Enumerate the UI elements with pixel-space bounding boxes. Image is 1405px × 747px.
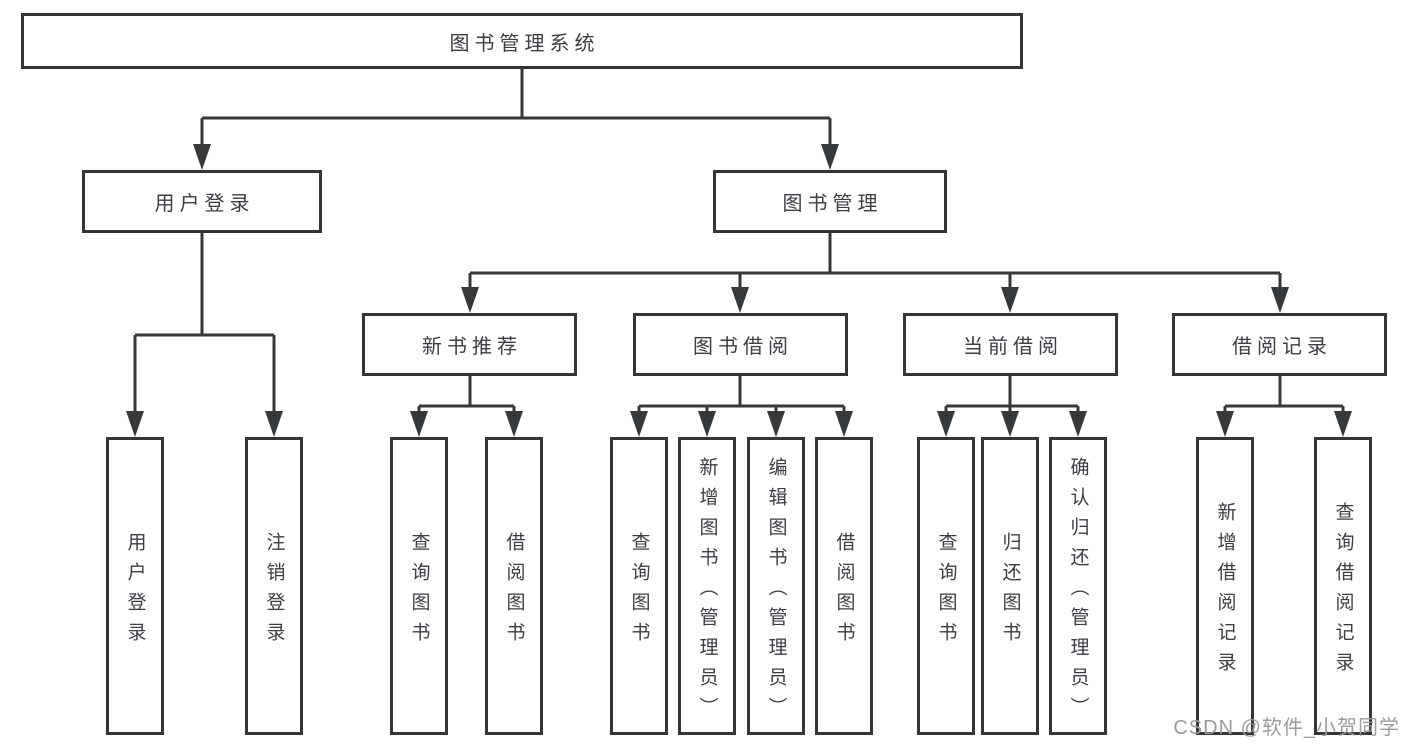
connector-new-book — [417, 376, 516, 413]
node-new-book-recommend: 新书推荐 — [362, 313, 577, 376]
node-leaf-borrow-query-book: 查询图书 — [610, 437, 668, 735]
node-leaf-logout: 注销登录 — [245, 437, 303, 735]
node-leaf-current-return-book: 归还图书 — [981, 437, 1039, 735]
node-leaf-newbook-query-book: 查询图书 — [390, 437, 448, 735]
node-leaf-records-query-record: 查询借阅记录 — [1314, 437, 1372, 735]
connector-book-management-arrows — [461, 287, 1289, 313]
node-leaf-newbook-borrow-book: 借阅图书 — [485, 437, 543, 735]
node-user-login-label: 用户登录 — [154, 193, 255, 215]
node-leaf-borrow-add-book-admin: 新增图书（管理员） — [678, 437, 736, 735]
connector-borrow-records-arrows — [1216, 411, 1352, 437]
leaf-records-query-record-label: 查询借阅记录 — [1332, 501, 1354, 682]
leaf-records-add-record-label: 新增借阅记录 — [1214, 501, 1236, 682]
node-book-management: 图书管理 — [713, 170, 947, 233]
node-book-borrow: 图书借阅 — [633, 313, 848, 376]
connector-root — [200, 69, 832, 146]
node-leaf-records-add-record: 新增借阅记录 — [1196, 437, 1254, 735]
leaf-newbook-query-book-label: 查询图书 — [408, 531, 430, 652]
connector-book-management — [468, 233, 1282, 289]
leaf-logout-label: 注销登录 — [263, 531, 285, 652]
connector-current-borrow — [944, 376, 1080, 413]
leaf-current-return-book-label: 归还图书 — [999, 531, 1021, 652]
connector-current-borrow-arrows — [937, 411, 1087, 437]
node-root: 图书管理系统 — [21, 13, 1023, 69]
node-leaf-user-login: 用户登录 — [106, 437, 164, 735]
node-new-book-recommend-label: 新书推荐 — [422, 336, 522, 358]
csdn-watermark: CSDN @软件_小贺同学 — [1173, 717, 1400, 739]
node-borrow-records-label: 借阅记录 — [1232, 336, 1332, 358]
connector-root-arrows — [193, 144, 839, 170]
leaf-borrow-edit-book-admin-label: 编辑图书（管理员） — [765, 456, 787, 727]
leaf-current-query-book-label: 查询图书 — [935, 531, 957, 652]
node-book-management-label: 图书管理 — [782, 193, 883, 215]
node-book-borrow-label: 图书借阅 — [693, 336, 793, 358]
node-current-borrow: 当前借阅 — [903, 313, 1118, 376]
node-current-borrow-label: 当前借阅 — [963, 336, 1063, 358]
leaf-current-confirm-return-admin-label: 确认归还（管理员） — [1067, 456, 1089, 727]
leaf-newbook-borrow-book-label: 借阅图书 — [503, 531, 525, 652]
leaf-borrow-add-book-admin-label: 新增图书（管理员） — [696, 456, 718, 727]
connector-new-book-arrows — [410, 411, 523, 437]
node-user-login: 用户登录 — [82, 170, 322, 233]
connector-borrow-records — [1223, 376, 1345, 413]
node-borrow-records: 借阅记录 — [1172, 313, 1387, 376]
node-root-label: 图书管理系统 — [449, 32, 600, 55]
node-leaf-current-confirm-return-admin: 确认归还（管理员） — [1049, 437, 1107, 735]
connector-user-login-arrows — [126, 411, 283, 437]
leaf-borrow-borrow-book-label: 借阅图书 — [833, 531, 855, 652]
connector-book-borrow-arrows — [630, 411, 853, 437]
leaf-user-login-label: 用户登录 — [124, 531, 146, 652]
connector-book-borrow — [637, 376, 846, 413]
leaf-borrow-query-book-label: 查询图书 — [628, 531, 650, 652]
node-leaf-borrow-edit-book-admin: 编辑图书（管理员） — [747, 437, 805, 735]
node-leaf-current-query-book: 查询图书 — [917, 437, 975, 735]
connector-user-login — [133, 233, 276, 413]
node-leaf-borrow-borrow-book: 借阅图书 — [815, 437, 873, 735]
